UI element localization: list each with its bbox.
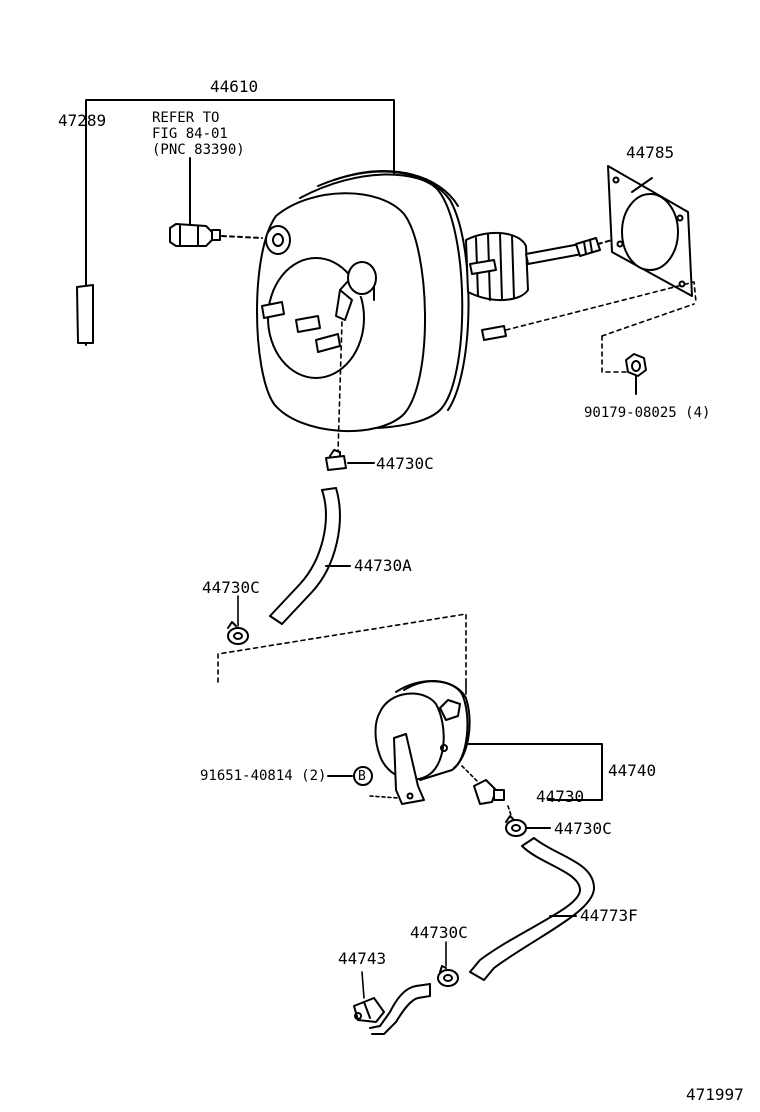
vacuum-tank-part [369,679,471,805]
part-number-44730c-top: 44730C [376,454,434,473]
ref-b-circle [353,766,373,786]
pipe-44743-part [353,971,431,1035]
nut-leader-dashes [505,281,697,373]
part-number-44730c-left: 44730C [202,578,260,597]
check-valve-leader [337,321,343,453]
nut-90179-part [625,353,647,395]
brake-booster-part [256,170,601,433]
part-number-44730: 44730 [536,787,585,806]
bracket-44740 [467,743,603,801]
clamp-lower-part [437,941,459,987]
part-number-44610: 44610 [210,77,259,96]
refer-note-line2: FIG 84-01 [152,126,228,142]
diagram-id: 471997 [686,1085,744,1104]
part-number-44730c-right: 44730C [554,819,612,838]
vacuum-switch-part [169,157,263,247]
clamp-top-part [325,449,375,471]
part-number-44740: 44740 [608,761,657,780]
part-number-90179: 90179-08025 (4) [584,405,711,421]
label-plate-47289 [76,284,94,344]
part-number-47289: 47289 [58,111,107,130]
part-number-44743: 44743 [338,949,387,968]
clamp-right-part [505,805,551,837]
bracket-44610 [85,99,395,346]
part-number-44730a: 44730A [354,556,412,575]
hose-44773f-part [469,837,595,981]
part-number-44730c-lower: 44730C [410,923,468,942]
booster-front-studs [261,301,341,353]
part-number-91651: 91651-40814 (2) [200,768,327,784]
tank-dashed-frame [217,613,467,683]
clamp-left-part [227,595,249,645]
refer-note-line3: (PNC 83390) [152,142,245,158]
union-44730-part [461,765,505,805]
refer-note-line1: REFER TO [152,110,220,126]
hose-44730a-part [269,487,351,625]
booster-push-rod [465,231,601,341]
gasket-44785-part [597,165,693,297]
part-number-44773f: 44773F [580,906,638,925]
ref-b-letter: B [358,769,366,784]
part-number-44785: 44785 [626,143,675,162]
